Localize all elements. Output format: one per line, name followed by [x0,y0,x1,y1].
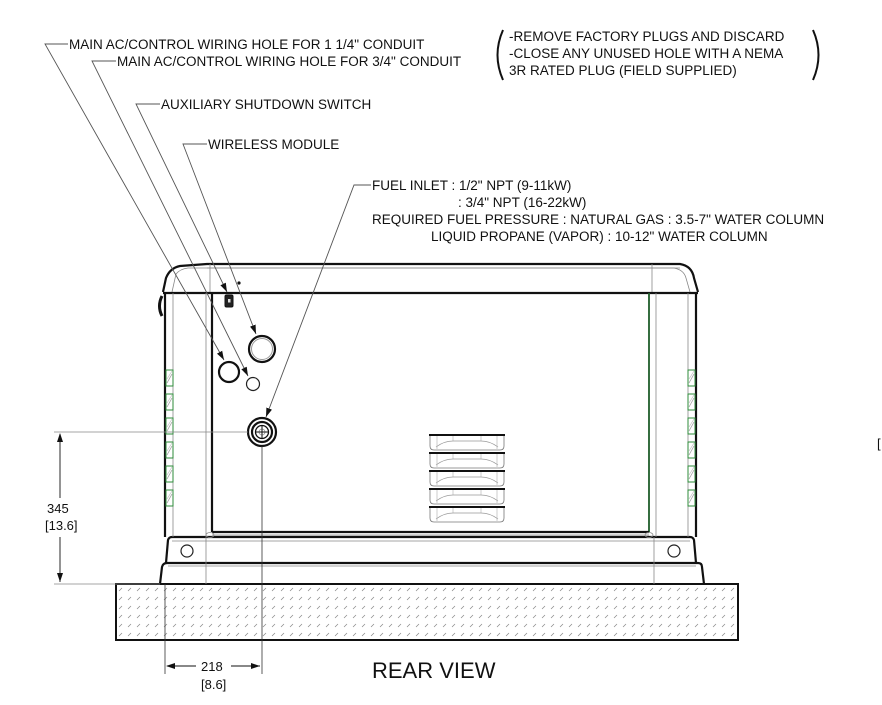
callout-fuel-inlet-line1: FUEL INLET : 1/2" NPT (9-11kW) [372,178,571,193]
callout-wiring-hole-3-4: MAIN AC/CONTROL WIRING HOLE FOR 3/4" CON… [117,54,461,69]
concrete-pad [115,583,739,641]
note-bracket-left [496,29,504,81]
width-dim-in: [8.6] [201,677,226,692]
note-line-1: -REMOVE FACTORY PLUGS AND DISCARD [509,29,785,44]
vent-slat [429,506,505,523]
fuel-inlet [246,416,278,448]
height-dim-in: [13.6] [45,518,78,533]
vent-slat [429,434,505,451]
vent-slat [429,470,505,487]
callout-fuel-pressure-ng: REQUIRED FUEL PRESSURE : NATURAL GAS : 3… [372,212,824,227]
height-dimension: 345 [13.6] [45,431,248,585]
view-title: REAR VIEW [372,658,496,683]
note-bracket-right [812,29,820,81]
width-dim-mm: 218 [201,659,223,674]
callouts: MAIN AC/CONTROL WIRING HOLE FOR 1 1/4" C… [69,37,824,244]
width-dimension: 218 [8.6] [164,446,263,692]
side-louvers-right [687,369,696,507]
callout-wireless-module: WIRELESS MODULE [208,137,339,152]
wiring-hole-1-1-4 [217,360,241,384]
louver-slat [687,417,696,435]
louver-slat [165,489,174,507]
height-dim-mm: 345 [47,501,69,516]
note-line-2: -CLOSE ANY UNUSED HOLE WITH A NEMA [509,46,783,61]
vent-slat [429,488,505,505]
vent-slat [429,452,505,469]
wireless-module-port [247,334,277,364]
callout-wiring-hole-1-1-4: MAIN AC/CONTROL WIRING HOLE FOR 1 1/4" C… [69,37,424,52]
louver-slat [687,393,696,411]
note-line-3: 3R RATED PLUG (FIELD SUPPLIED) [509,63,737,78]
louver-slat [165,369,174,387]
leader-lines [44,43,371,418]
note-block: -REMOVE FACTORY PLUGS AND DISCARD -CLOSE… [496,29,820,81]
side-louvers-left [165,369,174,507]
louver-slat [687,369,696,387]
stray-bracket-mark: [ [877,436,881,451]
generator-enclosure [158,262,700,538]
louver-slat [165,393,174,411]
generator-base [158,535,706,585]
callout-aux-shutdown: AUXILIARY SHUTDOWN SWITCH [161,97,371,112]
callout-fuel-inlet-line2: : 3/4" NPT (16-22kW) [458,195,586,210]
callout-fuel-pressure-lp: LIQUID PROPANE (VAPOR) : 10-12" WATER CO… [431,229,768,244]
louver-slat [165,417,174,435]
louver-slat [165,465,174,483]
base-bolt-hole-left [180,544,194,558]
louver-slat [687,465,696,483]
ports [217,281,278,448]
rear-vent [429,434,505,523]
wiring-hole-3-4 [245,376,261,392]
louver-slat [687,489,696,507]
louver-slat [687,441,696,459]
base-bolt-hole-right [667,544,681,558]
louver-slat [165,441,174,459]
